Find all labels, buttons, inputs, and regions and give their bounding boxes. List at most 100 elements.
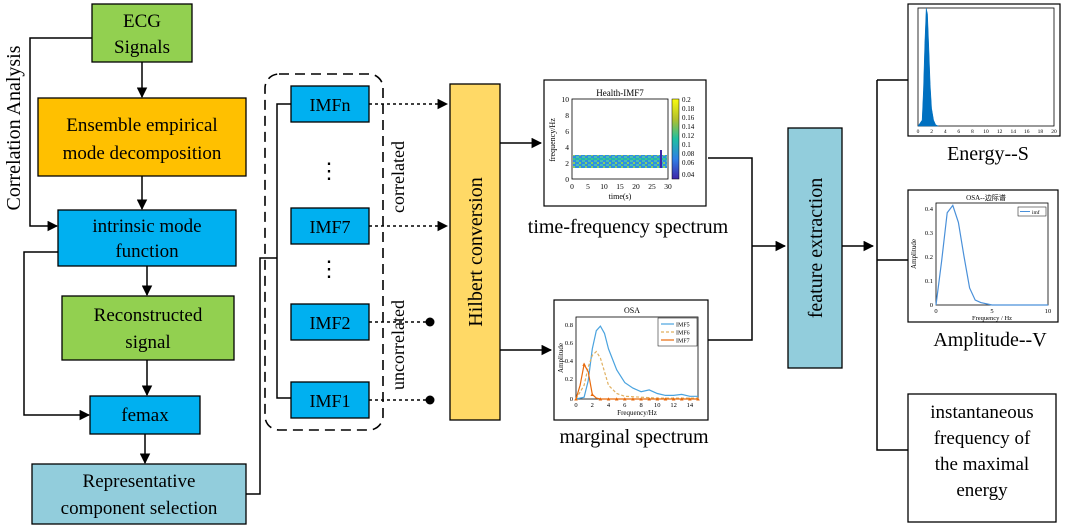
legend-label-imf6: IMF6 <box>676 331 690 337</box>
tf-ylabel: frequency/Hz <box>548 118 557 162</box>
tf-ctick: 0.12 <box>682 132 695 140</box>
energy-xtick: 6 <box>957 129 960 135</box>
imf7-marker <box>623 397 627 401</box>
marginal-ytick: 0.4 <box>565 358 574 365</box>
ecg-line1: ECG <box>123 11 161 32</box>
recon-line1: Reconstructed <box>94 305 203 326</box>
imfn-label: IMFn <box>309 95 350 115</box>
energy-caption: Energy--S <box>947 143 1029 165</box>
connector-rep-imfs <box>246 257 277 495</box>
dots-upper: ⋮ <box>318 158 340 183</box>
rep-line1: Representative <box>83 471 196 492</box>
tf-ytick: 6 <box>565 127 569 136</box>
eemd-line2: mode decomposition <box>63 143 222 164</box>
imf7-marker <box>590 392 595 396</box>
tf-yticks: 10 8 6 4 2 0 <box>562 95 570 184</box>
imf7-marker <box>598 397 603 401</box>
tf-colorbar <box>671 98 680 180</box>
tf-ctick: 0.2 <box>682 96 691 104</box>
amplitude-axes <box>935 202 1049 306</box>
dots-lower: ⋮ <box>318 256 340 281</box>
marginal-xtick: 4 <box>607 402 611 409</box>
imf-dashed-frame <box>264 73 384 431</box>
tf-ctick: 0.18 <box>682 105 695 113</box>
tf-caption: time-frequency spectrum <box>528 216 729 238</box>
tf-xtick: 20 <box>632 182 640 191</box>
marginal-legend-box <box>657 317 698 347</box>
energy-axes <box>917 7 1055 127</box>
tf-ctick: 0.16 <box>682 114 695 122</box>
energy-panel: 0 2 4 6 8 10 12 14 16 18 20 Energy--S <box>907 3 1061 165</box>
energy-peak-area <box>917 7 939 127</box>
marginal-xticks: 0 2 4 6 8 10 12 14 <box>574 402 694 409</box>
output-frame <box>907 393 1057 523</box>
imf7-marker <box>671 397 676 401</box>
tf-xtick: 5 <box>586 182 590 191</box>
recon-line2: signal <box>125 332 170 353</box>
amplitude-xtick: 10 <box>1045 308 1052 315</box>
marginal-series-imf6 <box>575 350 698 400</box>
output-line2: frequency of <box>934 428 1031 449</box>
instantaneous-frequency-box: instantaneous frequency of the maximal e… <box>907 393 1057 523</box>
imf7-marker <box>647 397 651 401</box>
imf7-marker <box>655 397 660 401</box>
energy-xtick: 12 <box>997 129 1003 135</box>
amplitude-panel: OSA--边际谱 0.4 0.3 0.2 0.1 0 0 5 10 Freque… <box>907 189 1059 351</box>
side-label: Correlation Analysis <box>3 45 25 210</box>
amplitude-yticks: 0.4 0.3 0.2 0.1 0 <box>925 206 934 309</box>
imf7-marker <box>696 397 700 401</box>
ecg-line2: Signals <box>114 37 170 58</box>
output-line4: energy <box>956 480 1008 501</box>
amplitude-ytick: 0.1 <box>925 278 933 285</box>
imf7-marker <box>574 397 578 401</box>
amplitude-ytick: 0.3 <box>925 230 933 237</box>
energy-xtick: 20 <box>1051 129 1057 135</box>
connector-tf-merge <box>708 157 753 246</box>
marginal-xtick: 2 <box>591 402 594 409</box>
imf7-marker <box>614 397 619 401</box>
feature-label: feature extraction <box>805 178 827 318</box>
output-line1: instantaneous <box>930 402 1033 423</box>
amplitude-ytick: 0.2 <box>925 254 933 261</box>
amplitude-legend-box <box>1017 206 1047 217</box>
feature-block: feature extraction <box>787 79 908 451</box>
marginal-ytick: 0.8 <box>565 322 573 329</box>
marginal-xtick: 10 <box>654 402 661 409</box>
amplitude-xtick: 5 <box>990 308 993 315</box>
energy-xtick: 18 <box>1038 129 1044 135</box>
imf7-label: IMF7 <box>309 217 350 237</box>
imf7-marker <box>639 397 643 401</box>
marginal-series-imf5 <box>575 325 698 400</box>
amplitude-xlabel: Frequency / Hz <box>972 315 1012 322</box>
tf-ytick: 8 <box>565 111 569 120</box>
imf-group: IMFn ⋮ IMF7 ⋮ IMF2 IMF1 correlated uncor… <box>264 73 449 431</box>
marginal-ytick: 0 <box>570 396 573 403</box>
imf1-terminator <box>425 395 435 405</box>
marginal-ytick: 0.2 <box>565 376 573 383</box>
imf7-marker <box>631 397 635 401</box>
hilbert-block: Hilbert conversion <box>449 83 553 421</box>
representative-box <box>31 463 247 525</box>
tf-ytick: 10 <box>562 95 570 104</box>
amplitude-legend-label: imf <box>1032 209 1040 216</box>
marginal-series-group <box>574 325 700 401</box>
energy-xtick: 8 <box>971 129 974 135</box>
energy-xtick: 4 <box>944 129 947 135</box>
marginal-ytick: 0.6 <box>565 340 574 347</box>
amplitude-ylabel: Amplitude <box>910 239 918 269</box>
imf-line2: function <box>115 241 179 262</box>
tf-ctick: 0.04 <box>682 171 695 179</box>
energy-xtick: 0 <box>917 129 920 135</box>
eemd-box <box>37 97 247 177</box>
imf2-label: IMF2 <box>309 313 350 333</box>
tf-spectrum-panel: Health-IMF7 10 8 6 4 2 0 0 5 10 15 20 25… <box>528 79 729 238</box>
energy-xtick: 14 <box>1010 129 1016 135</box>
amplitude-xtick: 0 <box>934 308 937 315</box>
tf-xticks: 0 5 10 15 20 25 30 <box>570 182 672 191</box>
amplitude-xticks: 0 5 10 <box>934 308 1051 315</box>
tf-cticks: 0.2 0.18 0.16 0.14 0.12 0.1 0.08 0.06 0.… <box>682 96 695 179</box>
marginal-xtick: 0 <box>574 402 577 409</box>
arrow-ecg-loop <box>29 37 92 232</box>
imf-bracket <box>276 103 291 399</box>
